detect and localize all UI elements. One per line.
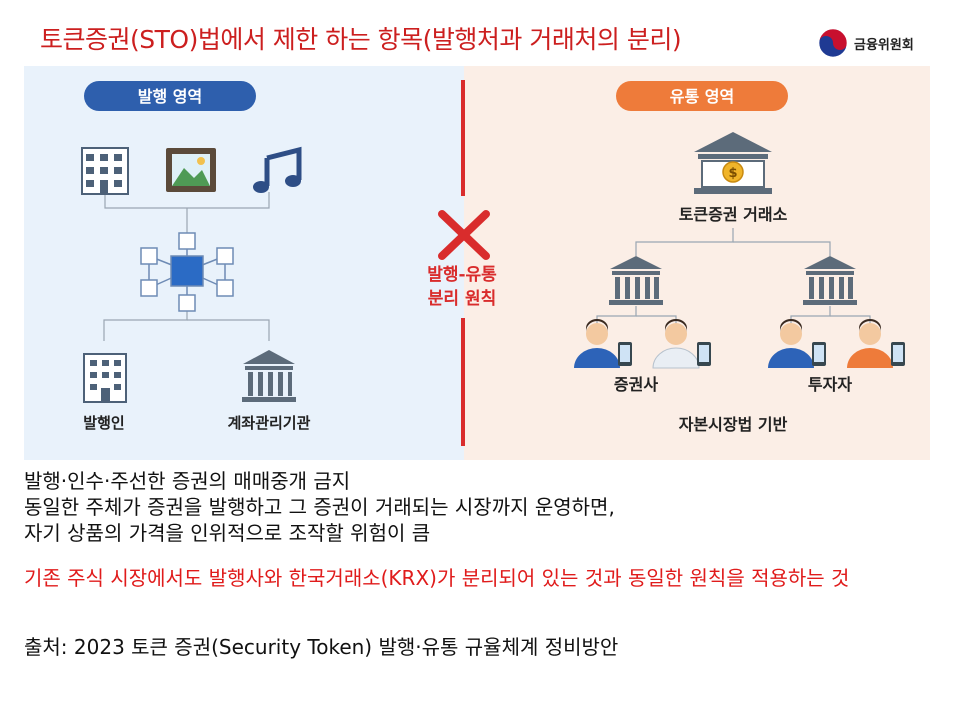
music-note-icon [253, 146, 302, 193]
fsc-logo-text: 금융위원회 [854, 37, 914, 53]
distribution-area-pill: 유통 영역 [616, 81, 788, 111]
page-title: 토큰증권(STO)법에서 제한 하는 항목(발행처과 거래처의 분리) [40, 25, 682, 54]
person-with-phone-icon [768, 319, 826, 368]
body-line: 자기 상품의 가격을 인위적으로 조작할 위험이 큼 [24, 521, 431, 545]
legal-basis-label: 자본시장법 기반 [679, 415, 788, 434]
securities-firm-label: 증권사 [614, 375, 658, 394]
fsc-logo: 금융위원회 [818, 28, 914, 58]
exchange-label: 토큰증권 거래소 [679, 205, 788, 224]
artwork-icon [166, 148, 216, 192]
issuer-label: 발행인 [83, 414, 124, 432]
principle-line-2: 분리 원칙 [428, 289, 496, 309]
bank-building-icon-right [803, 256, 857, 305]
dollar-icon: $ [728, 166, 737, 181]
source-citation: 출처: 2023 토큰 증권(Security Token) 발행·유통 규율체… [24, 635, 619, 659]
prohibit-x-icon [438, 210, 490, 260]
issuer-building-icon [83, 353, 127, 403]
issuance-area-pill: 발행 영역 [84, 81, 256, 111]
bank-building-icon-left [609, 256, 663, 305]
sto-separation-figure: 발행 영역 유통 영역 발행-유통 분리 원칙 [24, 66, 930, 460]
building-icon [81, 147, 129, 195]
highlight-text: 기존 주식 시장에서도 발행사와 한국거래소(KRX)가 분리되어 있는 것과 … [24, 566, 850, 590]
body-line: 발행·인수·주선한 증권의 매매중개 금지 [24, 469, 351, 493]
custody-institution-icon [242, 350, 296, 402]
principle-line-1: 발행-유통 [427, 265, 497, 285]
investor-label: 투자자 [808, 375, 852, 394]
fsc-emblem-icon [818, 28, 848, 58]
exchange-building-icon: $ [694, 132, 772, 194]
body-line: 동일한 주체가 증권을 발행하고 그 증권이 거래되는 시장까지 운영하면, [24, 495, 615, 519]
body-text: 발행·인수·주선한 증권의 매매중개 금지 동일한 주체가 증권을 발행하고 그… [24, 468, 934, 546]
person-with-phone-icon [652, 319, 711, 369]
person-with-phone-icon [574, 319, 632, 368]
custody-label: 계좌관리기관 [228, 414, 311, 432]
issuance-area-label: 발행 영역 [138, 87, 202, 106]
distribution-area-label: 유통 영역 [670, 87, 734, 106]
person-with-phone-icon [847, 319, 905, 368]
blockchain-network-icon [140, 232, 234, 312]
